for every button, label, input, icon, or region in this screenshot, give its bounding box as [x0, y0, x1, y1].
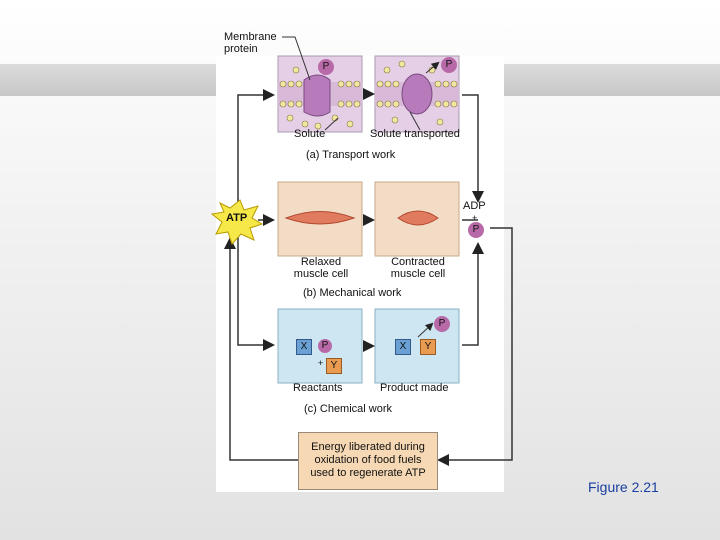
solute-leader [324, 117, 339, 131]
phosphate-badge-c1: P [318, 339, 332, 353]
cycle-line-chem-in [237, 230, 275, 351]
cycle-line-bottom-left [224, 237, 298, 461]
energy-box: Energy liberated during oxidation of foo… [298, 432, 438, 490]
contracted-muscle-cell [397, 210, 439, 226]
solute-label: Solute [294, 128, 326, 140]
atp-burst [210, 199, 264, 245]
adp-label: ADP [463, 200, 486, 212]
contracted-label: Contracted muscle cell [390, 256, 446, 280]
relaxed-muscle-cell [284, 211, 356, 225]
cycle-line-right-to-energy [437, 227, 513, 466]
atp-label: ATP [226, 212, 248, 224]
cycle-line-left [237, 89, 275, 210]
solute-transported-leader [409, 111, 421, 131]
mechanical-work-caption: (b) Mechanical work [303, 287, 402, 299]
adp-plus: + [472, 213, 478, 223]
phosphate-badge-c2: P [434, 316, 450, 332]
membrane-protein-label: Membrane protein [224, 31, 277, 55]
phosphate-badge-a2: P [441, 57, 457, 73]
cycle-line-right-top [462, 94, 484, 203]
figure-caption: Figure 2.21 [588, 479, 659, 495]
product-made-label: Product made [380, 382, 449, 394]
membrane-bilayer-left [278, 66, 362, 130]
reactant-x-box: X [296, 339, 312, 355]
transport-work-caption: (a) Transport work [306, 149, 396, 161]
chemical-work-caption: (c) Chemical work [304, 403, 393, 415]
reactants-label: Reactants [293, 382, 343, 394]
reactant-plus: + [318, 358, 324, 368]
phosphate-release-arrow [425, 61, 440, 74]
relaxed-label: Relaxed muscle cell [293, 256, 349, 280]
membrane-protein-leader [282, 36, 311, 81]
membrane-bilayer-right [375, 60, 459, 126]
phosphate-badge-adp: P [468, 222, 484, 238]
product-x-box: X [395, 339, 411, 355]
cycle-line-right-bottom [462, 242, 484, 346]
solute-transported-label: Solute transported [370, 128, 460, 140]
chemical-release-arrow [417, 322, 434, 338]
product-y-box: Y [420, 339, 436, 355]
reactant-y-box: Y [326, 358, 342, 374]
phosphate-badge-a1: P [318, 59, 334, 75]
